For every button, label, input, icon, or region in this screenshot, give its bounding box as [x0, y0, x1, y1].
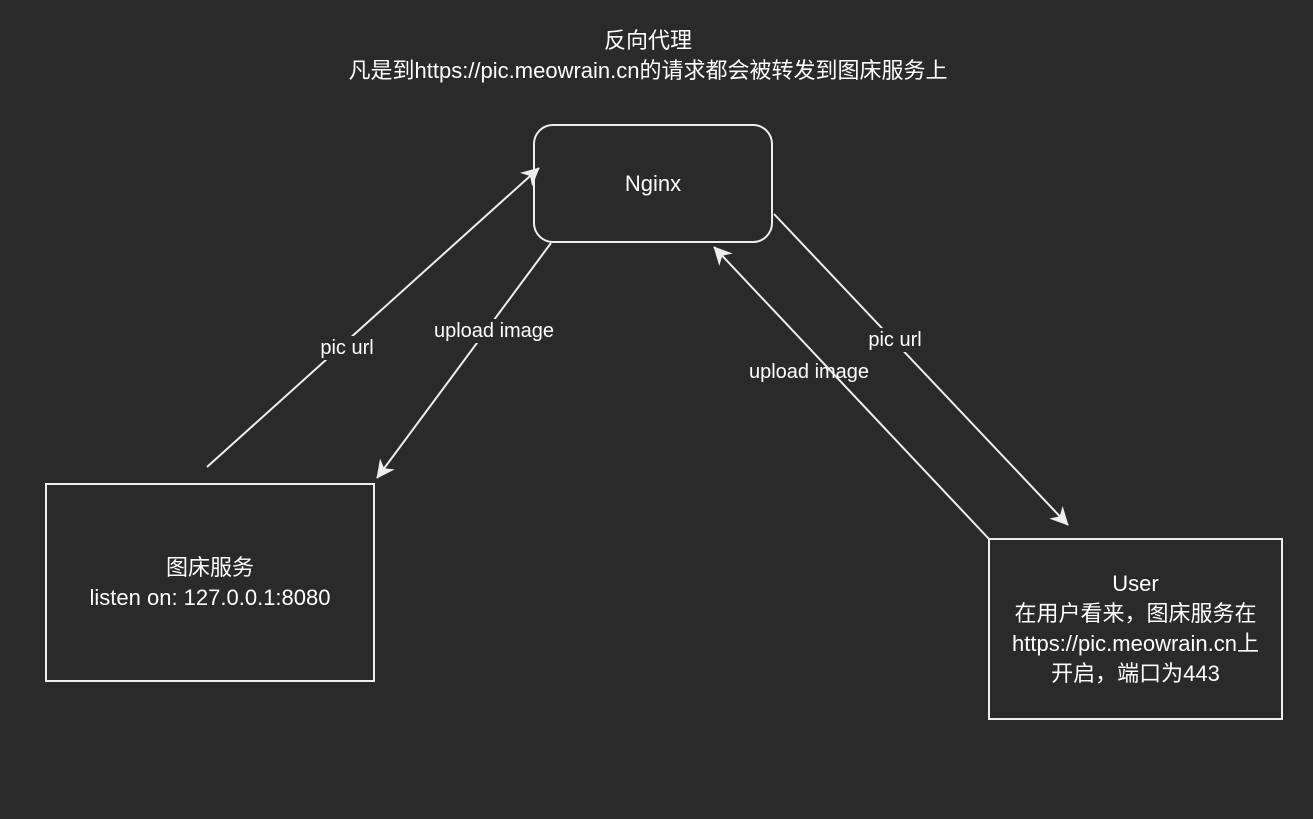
edge-label-upload-image-left: upload image [430, 319, 558, 343]
edge-upload-image-left [376, 242, 552, 479]
node-image-service: 图床服务 listen on: 127.0.0.1:8080 [45, 483, 375, 682]
user-desc-line3: 开启，端口为443 [1051, 661, 1220, 686]
edge-upload-image-right [713, 246, 990, 540]
user-desc-line1: 在用户看来，图床服务在 [1014, 601, 1257, 626]
title-line2: 凡是到https://pic.meowrain.cn的请求都会被转发到图床服务上 [348, 58, 948, 83]
edge-pic-url-right [773, 213, 1069, 526]
edge-label-pic-url-left: pic url [317, 336, 377, 360]
image-service-listen: listen on: 127.0.0.1:8080 [89, 584, 331, 610]
nginx-label: Nginx [624, 170, 682, 196]
edge-label-pic-url-right: pic url [865, 328, 925, 352]
edge-label-upload-image-right: upload image [748, 361, 870, 383]
user-name: User [1112, 571, 1159, 596]
user-desc-line2: https://pic.meowrain.cn上 [1012, 631, 1259, 656]
title-line1: 反向代理 [603, 28, 692, 53]
node-user: User 在用户看来，图床服务在 https://pic.meowrain.cn… [988, 538, 1283, 720]
edge-pic-url-left [206, 167, 540, 468]
image-service-name: 图床服务 [165, 554, 254, 580]
node-nginx: Nginx [533, 124, 773, 243]
diagram-title: 反向代理 凡是到https://pic.meowrain.cn的请求都会被转发到… [0, 26, 1296, 86]
